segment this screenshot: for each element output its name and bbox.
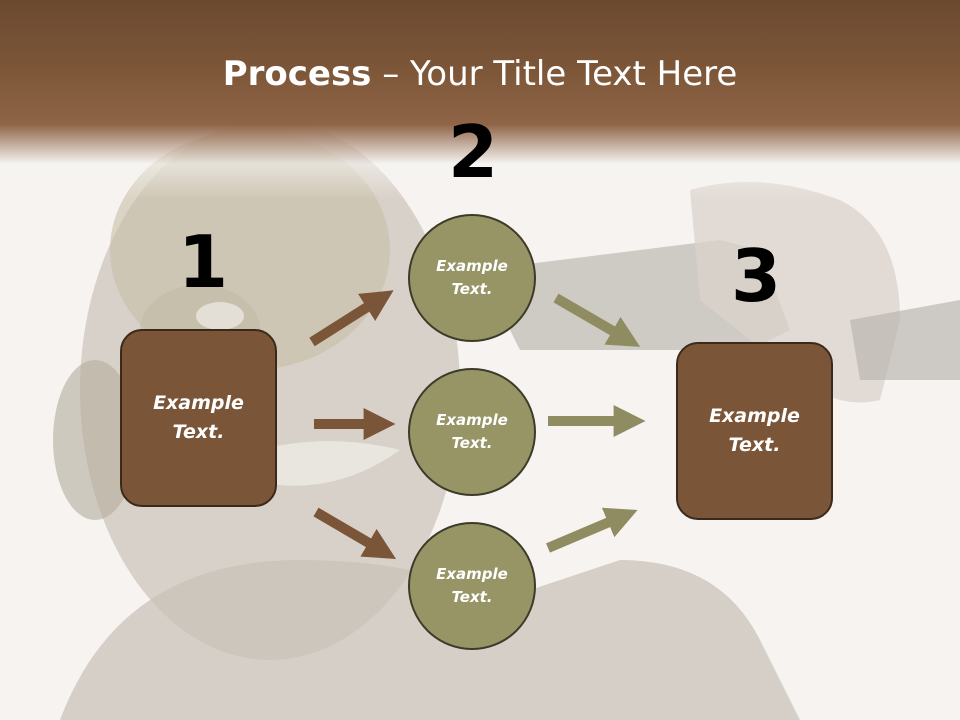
header-band bbox=[0, 0, 960, 200]
arrow-from-bottom-circle bbox=[546, 507, 638, 553]
arrow-to-bottom-circle bbox=[313, 507, 397, 559]
arrow-to-top-circle bbox=[309, 290, 394, 347]
step-number-1: 1 bbox=[178, 220, 229, 304]
slide-title: Process – Your Title Text Here bbox=[0, 52, 960, 96]
circle-bottom: Example Text. bbox=[408, 522, 536, 650]
arrow-from-top-circle bbox=[553, 293, 641, 347]
step-number-3: 3 bbox=[731, 234, 782, 318]
circle-bottom-label: Example Text. bbox=[436, 565, 508, 606]
left-box-label: Example Text. bbox=[153, 392, 244, 443]
left-box: Example Text. bbox=[120, 329, 277, 507]
title-rest: – Your Title Text Here bbox=[371, 54, 738, 94]
right-box: Example Text. bbox=[676, 342, 833, 520]
step-number-2: 2 bbox=[448, 110, 499, 194]
circle-middle: Example Text. bbox=[408, 368, 536, 496]
circle-top-label: Example Text. bbox=[436, 257, 508, 298]
title-bold: Process bbox=[222, 54, 372, 94]
circle-top: Example Text. bbox=[408, 214, 536, 342]
right-box-label: Example Text. bbox=[709, 405, 800, 456]
circle-middle-label: Example Text. bbox=[436, 411, 508, 452]
